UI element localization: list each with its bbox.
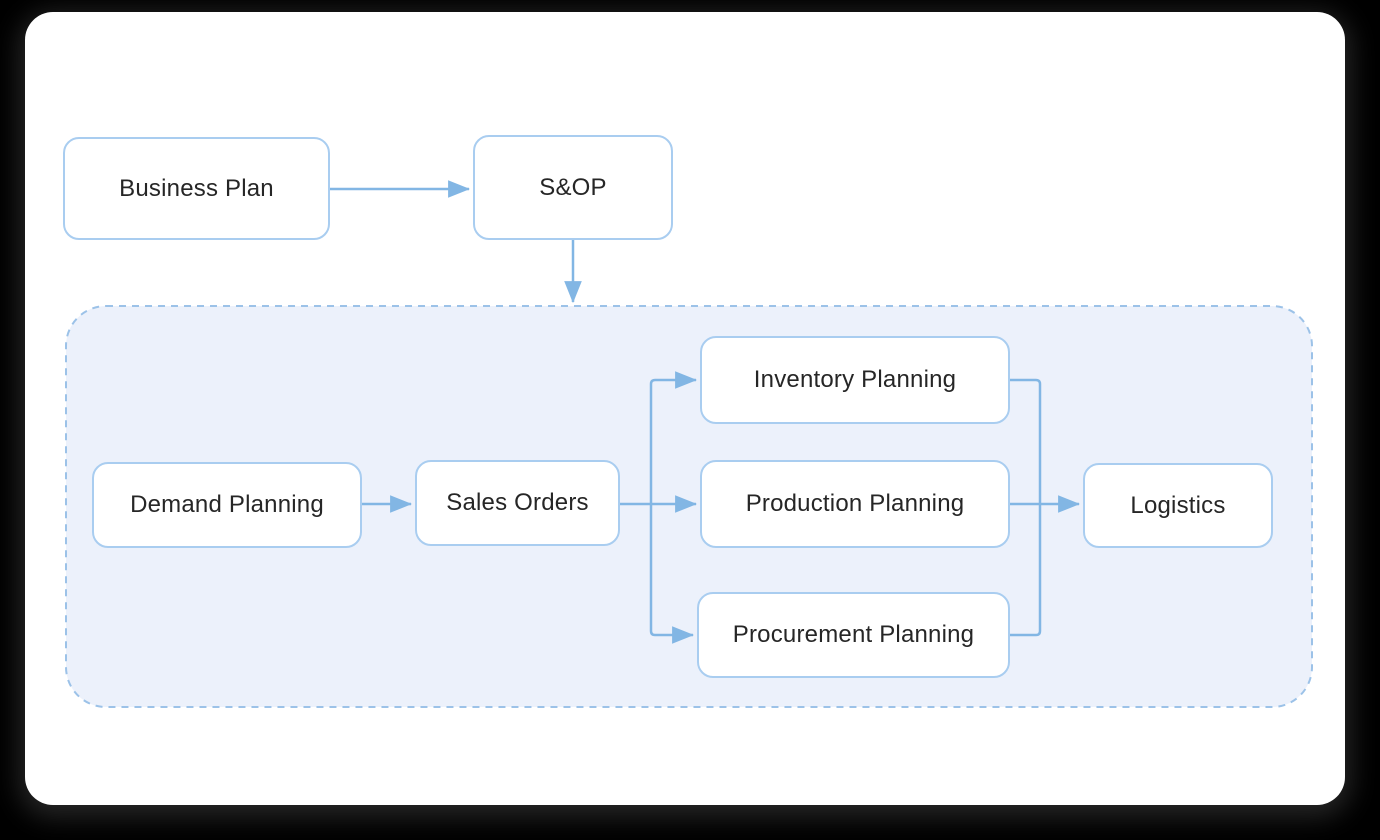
node-sales-orders: Sales Orders xyxy=(415,460,620,546)
node-procurement-planning: Procurement Planning xyxy=(697,592,1010,678)
diagram-canvas: Business Plan S&OP Demand Planning Sales… xyxy=(25,12,1345,805)
node-demand-planning: Demand Planning xyxy=(92,462,362,548)
edge-sales-orders-to-inventory-planning xyxy=(649,371,698,504)
node-label: Demand Planning xyxy=(130,491,324,518)
node-label: Production Planning xyxy=(745,490,965,517)
edge-sales-orders-to-procurement-planning xyxy=(649,504,695,644)
node-business-plan: Business Plan xyxy=(63,137,330,240)
node-inventory-planning: Inventory Planning xyxy=(700,336,1010,424)
node-sop: S&OP xyxy=(473,135,673,240)
node-logistics: Logistics xyxy=(1083,463,1273,548)
connector-layer xyxy=(65,180,1313,708)
node-label: Inventory Planning xyxy=(753,366,957,393)
node-label: Logistics xyxy=(1130,491,1226,519)
edge-inventory-planning-to-logistics xyxy=(1010,378,1042,504)
node-label: S&OP xyxy=(539,173,607,201)
node-label: Business Plan xyxy=(119,174,274,202)
node-label: Procurement Planning xyxy=(732,621,975,648)
node-label: Sales Orders xyxy=(446,489,589,516)
edge-procurement-planning-to-logistics xyxy=(1010,504,1042,637)
node-production-planning: Production Planning xyxy=(700,460,1010,548)
